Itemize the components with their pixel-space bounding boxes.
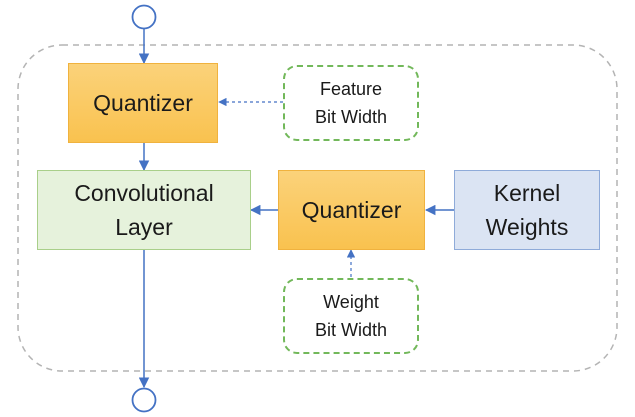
quantization-group-boundary <box>17 44 618 372</box>
feature-bit-width-node: Feature Bit Width <box>283 65 419 141</box>
feature-quantizer-node: Quantizer <box>68 63 218 143</box>
convolutional-layer-label: Convolutional Layer <box>74 180 214 240</box>
weight-bit-width-label: Weight Bit Width <box>314 292 388 340</box>
input-terminal <box>131 4 157 30</box>
feature-quantizer-label: Quantizer <box>93 90 193 116</box>
convolutional-layer-node: Convolutional Layer <box>37 170 251 250</box>
weight-bit-width-node: Weight Bit Width <box>283 278 419 354</box>
kernel-weights-node: Kernel Weights <box>454 170 600 250</box>
kernel-weights-label: Kernel Weights <box>485 180 569 240</box>
weight-quantizer-node: Quantizer <box>278 170 425 250</box>
output-terminal <box>131 387 157 413</box>
feature-bit-width-label: Feature Bit Width <box>314 79 388 127</box>
weight-quantizer-label: Quantizer <box>301 197 402 223</box>
